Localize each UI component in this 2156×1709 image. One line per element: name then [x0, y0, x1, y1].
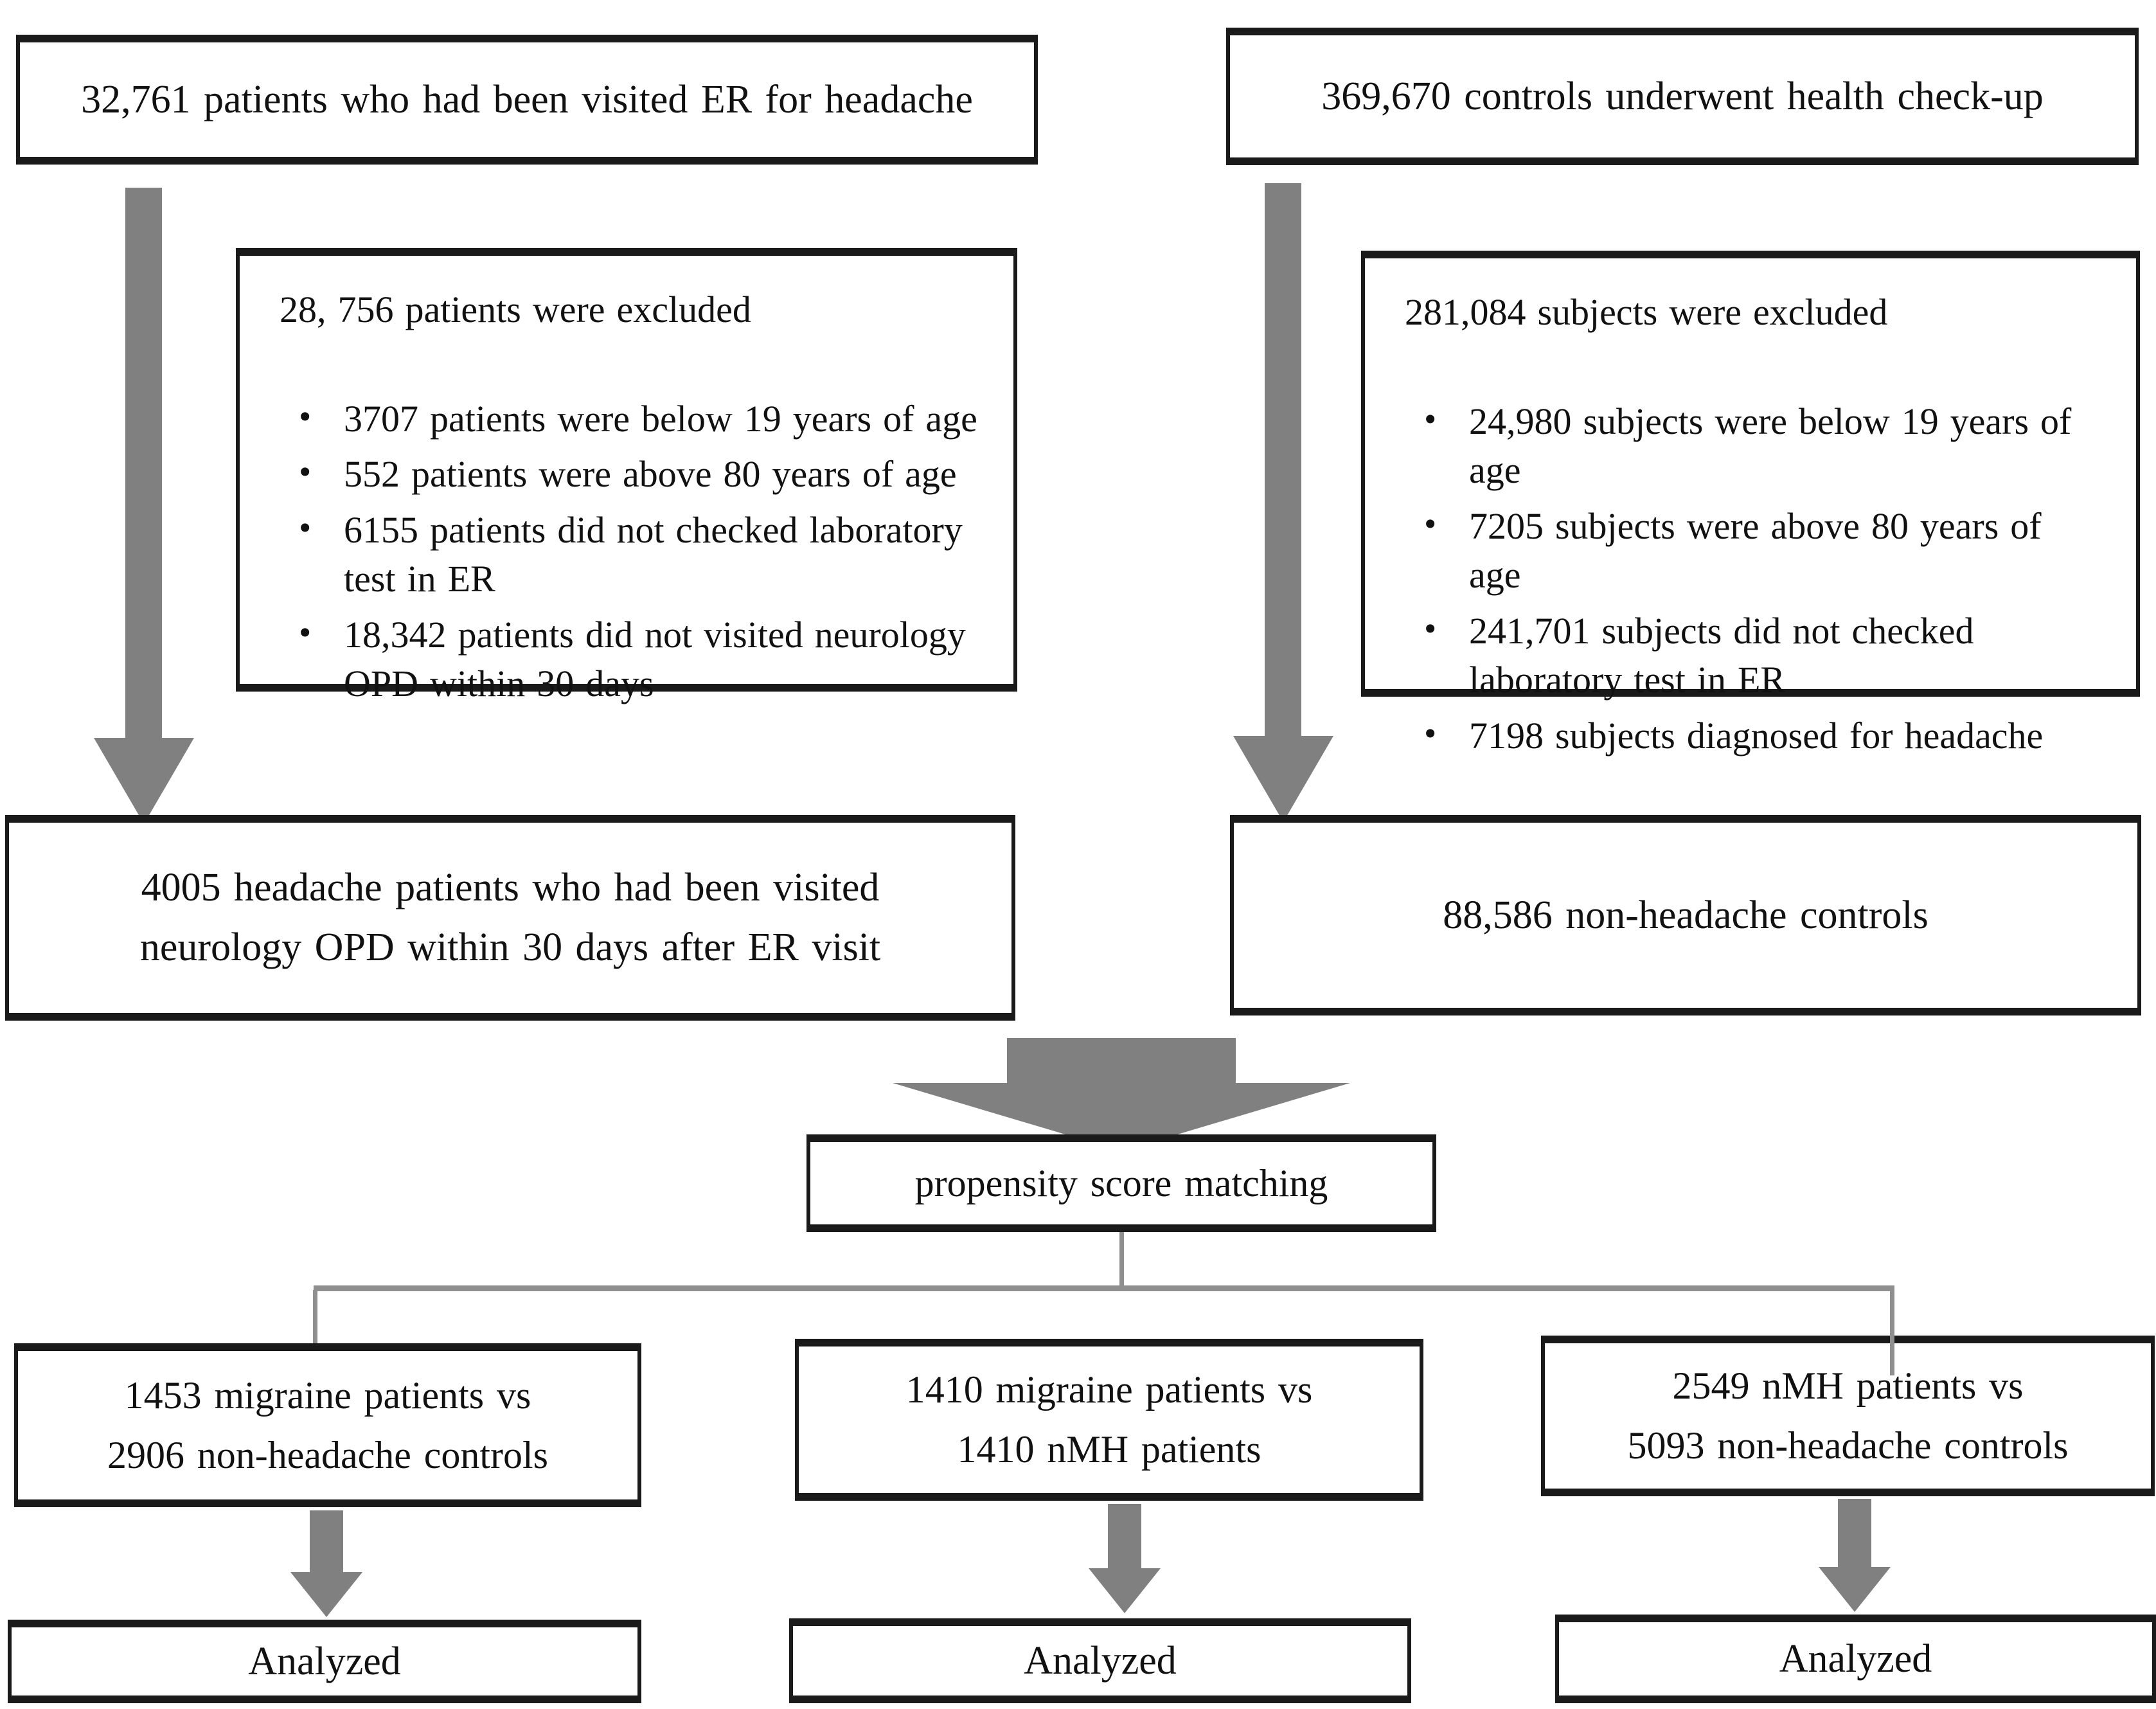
box-propensity-matching: propensity score matching	[806, 1134, 1436, 1232]
pair2-line2: 1410 nMH patients	[957, 1428, 1261, 1471]
excluded-patients-title: 28, 756 patients were excluded	[280, 289, 751, 330]
box-analyzed-right-text: Analyzed	[1779, 1636, 1932, 1681]
box-pair2-text: 1410 migraine patients vs 1410 nMH patie…	[906, 1360, 1313, 1480]
pair3-line1: 2549 nMH patients vs	[1672, 1365, 2024, 1407]
box-analyzed-left: Analyzed	[8, 1620, 641, 1703]
excluded-controls-title: 281,084 subjects were excluded	[1405, 291, 1888, 333]
box-propensity-matching-text: propensity score matching	[914, 1162, 1328, 1204]
box-nonheadache-cohort-text: 88,586 non-headache controls	[1443, 893, 1929, 937]
box-analyzed-middle-text: Analyzed	[1024, 1638, 1177, 1683]
exclusion-bullet: 7198 subjects diagnosed for headache	[1405, 710, 2104, 761]
box-controls: 369,670 controls underwent health check-…	[1226, 28, 2139, 165]
exclusion-bullet: 241,701 subjects did not checked laborat…	[1405, 605, 2104, 705]
pair3-line2: 5093 non-headache controls	[1627, 1424, 2069, 1467]
connector-horizontal	[314, 1285, 1894, 1291]
headache-cohort-line1: 4005 headache patients who had been visi…	[141, 866, 880, 909]
box-pair-migraine-controls: 1453 migraine patients vs 2906 non-heada…	[14, 1343, 641, 1507]
box-pair-migraine-nmh: 1410 migraine patients vs 1410 nMH patie…	[795, 1339, 1423, 1501]
box-nonheadache-cohort: 88,586 non-headache controls	[1230, 815, 2141, 1016]
box-excluded-controls: 281,084 subjects were excluded 24,980 su…	[1361, 251, 2140, 756]
box-analyzed-left-text: Analyzed	[248, 1639, 401, 1683]
exclusion-bullet: 24,980 subjects were below 19 years of a…	[1405, 395, 2104, 496]
exclusion-bullet: 18,342 patients did not visited neurolog…	[280, 609, 981, 709]
box-pair3-text: 2549 nMH patients vs 5093 non-headache c…	[1627, 1356, 2068, 1476]
connector-matching-drop	[1119, 1230, 1124, 1289]
exclusion-bullet: 3707 patients were below 19 years of age	[280, 393, 981, 444]
exclusion-bullet: 7205 subjects were above 80 years of age	[1405, 501, 2104, 600]
pair2-line1: 1410 migraine patients vs	[905, 1368, 1313, 1411]
box-er-patients-text: 32,761 patients who had been visited ER …	[81, 77, 973, 121]
pair1-line2: 2906 non-headache controls	[107, 1433, 549, 1476]
pair1-line1: 1453 migraine patients vs	[124, 1373, 531, 1417]
box-pair1-text: 1453 migraine patients vs 2906 non-heada…	[107, 1366, 548, 1485]
excluded-controls-list: 24,980 subjects were below 19 years of a…	[1405, 395, 2104, 761]
box-er-patients: 32,761 patients who had been visited ER …	[16, 35, 1038, 165]
connector-left-drop	[313, 1290, 317, 1345]
exclusion-bullet: 552 patients were above 80 years of age	[280, 449, 981, 499]
connector-right-drop	[1890, 1290, 1894, 1375]
box-headache-cohort: 4005 headache patients who had been visi…	[5, 815, 1015, 1021]
box-controls-text: 369,670 controls underwent health check-…	[1321, 74, 2044, 118]
headache-cohort-line2: neurology OPD within 30 days after ER vi…	[139, 926, 881, 969]
excluded-patients-list: 3707 patients were below 19 years of age…	[280, 393, 981, 709]
box-excluded-patients: 28, 756 patients were excluded 3707 pati…	[236, 248, 1017, 704]
box-headache-cohort-text: 4005 headache patients who had been visi…	[140, 858, 880, 978]
exclusion-bullet: 6155 patients did not checked laboratory…	[280, 505, 981, 604]
box-pair-nmh-controls: 2549 nMH patients vs 5093 non-headache c…	[1541, 1336, 2155, 1496]
box-analyzed-right: Analyzed	[1555, 1615, 2156, 1703]
box-analyzed-middle: Analyzed	[789, 1618, 1411, 1703]
